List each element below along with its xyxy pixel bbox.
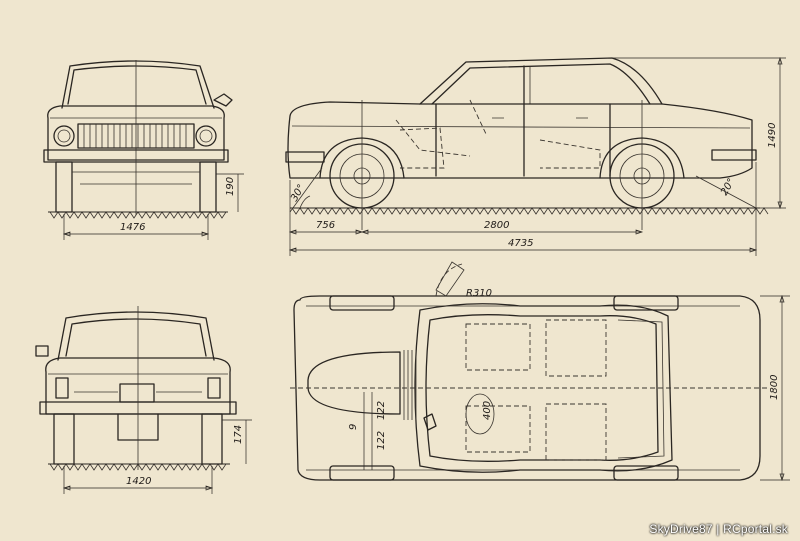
rear-view: 1420 174 bbox=[35, 306, 252, 494]
dim-overall-length: 4735 bbox=[508, 238, 533, 249]
watermark-text: SkyDrive87 | RCportal.sk bbox=[649, 522, 788, 536]
dim-overall-width: 1800 bbox=[769, 375, 780, 400]
dim-front-track: 1476 bbox=[120, 222, 145, 233]
dim-top-122-a: 122 bbox=[376, 401, 387, 420]
turn-radius-label: R310 bbox=[466, 288, 492, 299]
dim-top-122-b: 122 bbox=[376, 431, 387, 450]
dim-top-400: 400 bbox=[482, 401, 493, 420]
dim-top-9: 9 bbox=[348, 424, 359, 430]
top-view: 400 R310 122 122 9 1800 bbox=[290, 261, 790, 482]
dim-rear-clearance: 174 bbox=[233, 425, 244, 444]
dim-wheelbase: 2800 bbox=[484, 220, 509, 231]
departure-angle-label: 20° bbox=[719, 177, 737, 198]
dim-front-overhang: 756 bbox=[316, 220, 335, 231]
dim-height: 1490 bbox=[767, 123, 778, 148]
front-view: 1476 190 bbox=[43, 60, 244, 240]
dim-front-clearance: 190 bbox=[225, 177, 236, 196]
dim-rear-track: 1420 bbox=[126, 476, 151, 487]
side-view: 30° 20° 756 2800 4735 1490 bbox=[285, 56, 786, 256]
